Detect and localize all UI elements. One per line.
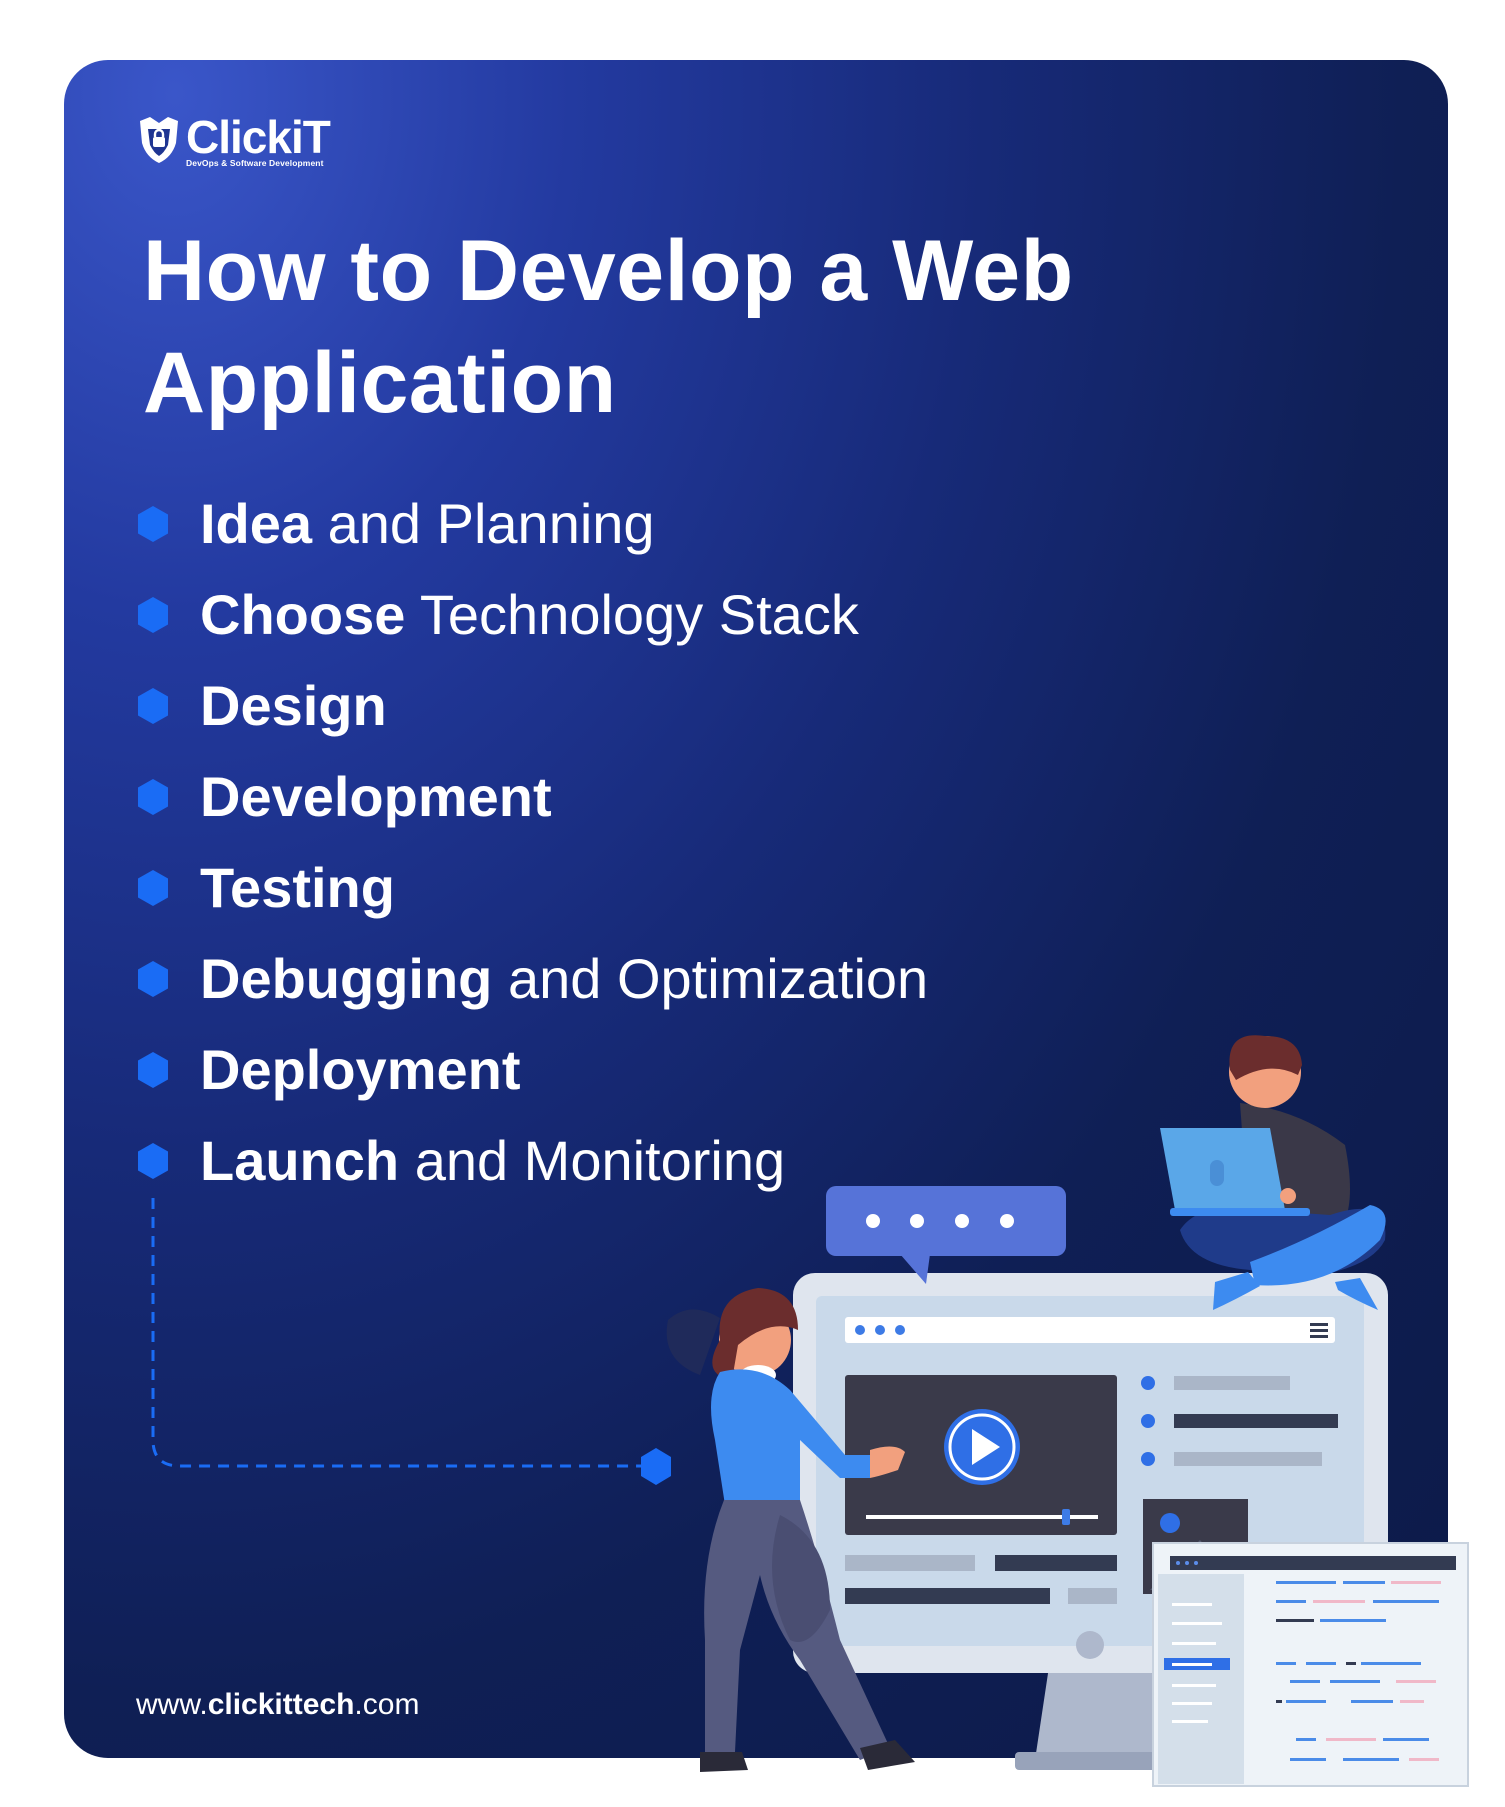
hexagon-bullet-icon xyxy=(138,505,168,542)
chat-bubble-icon xyxy=(826,1186,1066,1284)
hexagon-bullet-icon xyxy=(138,778,168,815)
step-detail: and Monitoring xyxy=(414,1129,786,1192)
step-keyword: Development xyxy=(200,765,552,828)
step-detail: Technology Stack xyxy=(419,583,859,646)
list-item: Deployment xyxy=(136,1024,928,1115)
hexagon-bullet-icon xyxy=(138,1142,168,1179)
hexagon-bullet-icon xyxy=(138,687,168,724)
step-keyword: Idea xyxy=(200,492,313,555)
list-item: Development xyxy=(136,751,928,842)
step-detail: and Planning xyxy=(327,492,655,555)
list-item: Launch and Monitoring xyxy=(136,1115,928,1206)
step-keyword: Design xyxy=(200,674,387,737)
brand-tagline: DevOps & Software Development xyxy=(186,158,324,168)
brand-logo: ClickiT DevOps & Software Development xyxy=(136,111,331,168)
list-item: Choose Technology Stack xyxy=(136,569,928,660)
hexagon-bullet-icon xyxy=(138,869,168,906)
step-keyword: Deployment xyxy=(200,1038,521,1101)
step-keyword: Launch xyxy=(200,1129,400,1192)
dashed-connector xyxy=(151,1198,648,1468)
page-title: How to Develop a Web Application xyxy=(143,223,1074,431)
step-keyword: Choose xyxy=(200,583,406,646)
list-item: Design xyxy=(136,660,928,751)
url-prefix: www. xyxy=(136,1688,208,1721)
step-detail: and Optimization xyxy=(507,947,929,1010)
step-keyword: Debugging xyxy=(200,947,493,1010)
hexagon-bullet-icon xyxy=(138,596,168,633)
steps-list: Idea and Planning Choose Technology Stac… xyxy=(136,478,928,1206)
list-item: Testing xyxy=(136,842,928,933)
brand-name: ClickiT xyxy=(186,111,331,163)
hexagon-bullet-icon xyxy=(138,1051,168,1088)
man-with-laptop xyxy=(1160,1035,1386,1310)
url-suffix: .com xyxy=(354,1688,420,1721)
hexagon-bullet-icon xyxy=(138,960,168,997)
step-keyword: Testing xyxy=(200,856,395,919)
woman-pointing xyxy=(666,1288,915,1772)
website-url[interactable]: www.clickittech.com xyxy=(136,1688,419,1722)
list-item: Idea and Planning xyxy=(136,478,928,569)
shield-logo-icon xyxy=(140,117,178,163)
list-item: Debugging and Optimization xyxy=(136,933,928,1024)
url-domain: clickittech xyxy=(207,1688,355,1721)
hexagon-end-icon xyxy=(641,1448,671,1485)
